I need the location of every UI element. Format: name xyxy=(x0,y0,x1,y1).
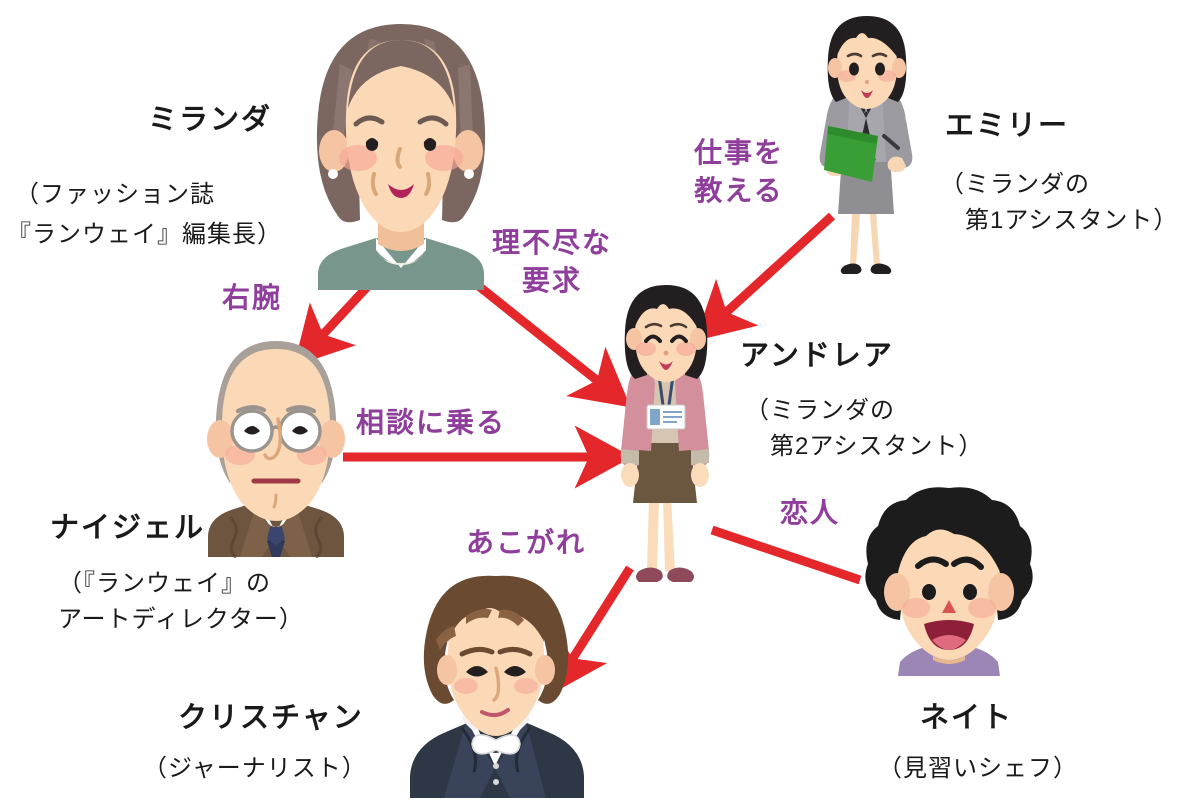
nate-portrait xyxy=(858,484,1040,676)
emily-name: エミリー xyxy=(945,110,1070,142)
emily-role-line1: （ミランダの xyxy=(940,171,1090,198)
relation-label-shigoto-line1: 仕事を xyxy=(694,137,785,168)
nigel-role-line2: アートディレクター） xyxy=(58,606,304,633)
relation-label-shigoto: 仕事を 教える xyxy=(694,134,784,210)
andrea-name: アンドレア xyxy=(740,340,894,372)
nigel-role-line1: （『ランウェイ』の xyxy=(58,570,271,597)
relation-label-migi-ude: 右腕 xyxy=(222,282,283,313)
andrea-portrait xyxy=(605,283,725,601)
andrea-role-line2: 第2アシスタント） xyxy=(745,433,984,460)
christian-role-line1: （ジャーナリスト） xyxy=(143,755,367,782)
nate-name: ネイト xyxy=(920,702,1014,734)
relation-label-shigoto-line2: 教える xyxy=(694,174,784,206)
nigel-name: ナイジェル xyxy=(50,512,206,544)
arrow-miranda-to-nigel xyxy=(293,282,372,367)
nate-role-line1: （見習いシェフ） xyxy=(878,755,1078,782)
relation-label-rifujin-line1: 理不尽な xyxy=(492,227,613,258)
relation-label-koibito: 恋人 xyxy=(780,497,841,528)
miranda-name: ミランダ xyxy=(148,104,273,136)
relation-label-rifujin-line2: 要求 xyxy=(522,264,583,296)
miranda-role-line2: 『ランウェイ』編集長） xyxy=(7,221,282,248)
nigel-portrait xyxy=(190,335,362,559)
andrea-role-line1: （ミランダの xyxy=(745,397,895,424)
line-andrea-to-nate xyxy=(710,525,862,585)
relation-label-soudan: 相談に乗る xyxy=(356,407,507,438)
relation-label-akogare: あこがれ xyxy=(466,527,587,558)
miranda-role-line1: （ファッション誌 xyxy=(15,181,215,208)
miranda-portrait xyxy=(296,18,506,290)
emily-portrait xyxy=(806,14,928,299)
christian-name: クリスチャン xyxy=(178,702,364,734)
relation-label-rifujin: 理不尽な 要求 xyxy=(492,224,612,300)
christian-portrait xyxy=(396,570,594,798)
emily-role-line2: 第1アシスタント） xyxy=(940,207,1179,234)
